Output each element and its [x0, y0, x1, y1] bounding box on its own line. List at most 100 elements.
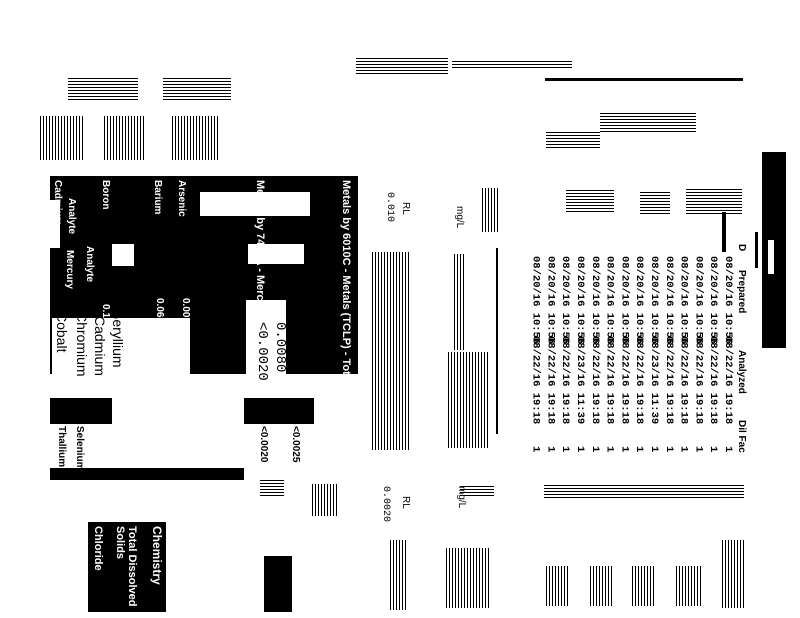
tds-analyte: Total Dissolved Solids	[114, 526, 138, 607]
header-noise-right	[452, 60, 572, 68]
header-noise-left2	[163, 76, 231, 100]
metals-heading: Metals by 6010C - Metals (TCLP) - Total …	[340, 180, 352, 453]
prepared-cell: 08/20/16 10:56	[662, 256, 675, 345]
col-header-d: D	[736, 244, 747, 252]
prepared-cell: 08/20/16 10:56	[618, 256, 631, 345]
analyte-chromium: Chromium	[74, 312, 90, 377]
header-block-2	[104, 116, 144, 160]
prepared-cell: 08/20/16 10:56	[648, 256, 660, 345]
dilfac-cell: 1	[603, 446, 616, 453]
dilfac-cell: 1	[544, 446, 557, 453]
lower-black-tile	[264, 556, 292, 612]
header-noise-top	[356, 56, 448, 74]
right-header-noise-3	[566, 190, 614, 212]
general-chem-hole	[48, 522, 88, 612]
mid-noise-4	[454, 254, 466, 350]
lower-noise-2	[312, 484, 338, 516]
bottom-right-tile-5	[722, 540, 744, 608]
analyte-cadmium-2: Cadmium	[92, 316, 108, 376]
dilfac-cell: 1	[588, 446, 601, 453]
analyte-beryllium: Beryllium	[110, 310, 126, 368]
right-header-rule2	[755, 232, 758, 268]
dilfac-cell: 1	[529, 446, 542, 453]
prepared-cell: 08/20/16 10:56	[559, 256, 572, 345]
analyte-label-1: Analyte	[66, 198, 77, 235]
analyzed-cell: 08/22/16 19:18	[633, 336, 646, 425]
col-header-analyzed: Analyzed	[736, 350, 747, 394]
right-edge-gap	[768, 240, 774, 274]
unit-label-2: mg/L	[456, 486, 467, 509]
mid-rule	[496, 248, 498, 434]
value-white-3: <0.0020	[254, 322, 270, 381]
value-white-2: 0.0080	[272, 322, 288, 373]
bottom-right-tile-1	[546, 566, 568, 606]
analyzed-cell: 08/22/16 19:18	[529, 336, 542, 425]
prepared-cell: 08/20/16 10:56	[603, 256, 616, 345]
mid-noise-3	[448, 352, 488, 448]
dilfac-cell: 1	[574, 446, 586, 453]
prepared-cell: 08/20/16 10:56	[722, 256, 734, 345]
analyzed-cell: 08/22/16 19:18	[707, 336, 720, 425]
lower-label-selenium: Selenium	[74, 426, 85, 471]
analyzed-cell: 08/22/16 19:18	[692, 336, 705, 425]
dilfac-cell: 1	[722, 446, 734, 453]
dilfac-cell: 1	[633, 446, 646, 453]
prepared-cell: 08/20/16 10:56	[692, 256, 705, 345]
header-block-1	[40, 116, 84, 160]
right-header-noise-2	[600, 112, 696, 132]
right-header-noise-5	[686, 188, 742, 214]
dilfac-cell: 1	[707, 446, 720, 453]
value-box-2: <0.0020	[258, 426, 269, 463]
lower-rule	[50, 468, 244, 480]
analyzed-cell: 08/22/16 19:18	[722, 336, 734, 425]
metals-subheading: Metals by 7470A - Mercury (TCLP) - Total	[254, 180, 266, 393]
block-hole-1	[50, 200, 60, 248]
prepared-cell: 08/20/16 10:56	[574, 256, 586, 345]
lower-noise-1	[260, 480, 284, 496]
dilfac-cell: 1	[677, 446, 690, 453]
rl-value-1: 0.010	[384, 192, 395, 223]
lower-noise-5	[460, 484, 494, 496]
prepared-cell: 08/20/16 10:56	[677, 256, 690, 345]
prepared-cell: 08/20/16 10:56	[544, 256, 557, 345]
analyzed-cell: 08/23/16 11:39	[648, 336, 660, 425]
value-black-3: 0.19	[100, 304, 111, 324]
chloride-analyte: Chloride	[92, 526, 104, 571]
lower-label-thallium: Thallium	[56, 426, 67, 468]
bottom-right-tile-3	[632, 566, 656, 606]
prepared-cell: 08/20/16 10:56	[707, 256, 720, 345]
analyzed-cell: 08/23/16 11:39	[574, 336, 586, 425]
header-block-3	[172, 116, 218, 160]
right-header-noise-1	[546, 132, 600, 148]
prepared-cell: 08/20/16 10:56	[633, 256, 646, 345]
header-noise-left1	[68, 76, 138, 100]
dilfac-cell: 1	[662, 446, 675, 453]
analyte-cadmium: Cadmium	[52, 180, 63, 226]
mid-noise-1	[482, 188, 500, 232]
rl-label-2: RL	[400, 496, 411, 509]
bottom-right-rule	[544, 484, 744, 498]
general-chemistry-heading: General Chemistry	[150, 526, 178, 585]
right-header-noise-4	[640, 190, 670, 214]
block-hole-2	[112, 244, 134, 266]
dilfac-cell: 1	[648, 446, 660, 453]
right-header-rule	[722, 212, 726, 252]
analyzed-cell: 08/22/16 19:18	[662, 336, 675, 425]
value-black-1: 0.0010	[180, 298, 191, 329]
analyzed-cell: 08/22/16 19:18	[618, 336, 631, 425]
dilfac-cell: 1	[692, 446, 705, 453]
block-hole-3	[246, 300, 286, 374]
bottom-right-tile-2	[590, 566, 612, 606]
lower-label-block	[50, 398, 112, 424]
analyzed-cell: 08/22/16 19:18	[588, 336, 601, 425]
col-header-prepared: Prepared	[736, 270, 747, 314]
lower-noise-4	[446, 548, 490, 608]
analyte-boron: Boron	[100, 180, 111, 210]
right-edge-bar	[762, 152, 786, 348]
prepared-cell: 08/20/16 10:56	[588, 256, 601, 345]
header-rule	[545, 78, 743, 81]
block-hole-5	[248, 244, 304, 264]
dilfac-cell: 1	[559, 446, 572, 453]
mid-noise-2	[372, 252, 410, 450]
